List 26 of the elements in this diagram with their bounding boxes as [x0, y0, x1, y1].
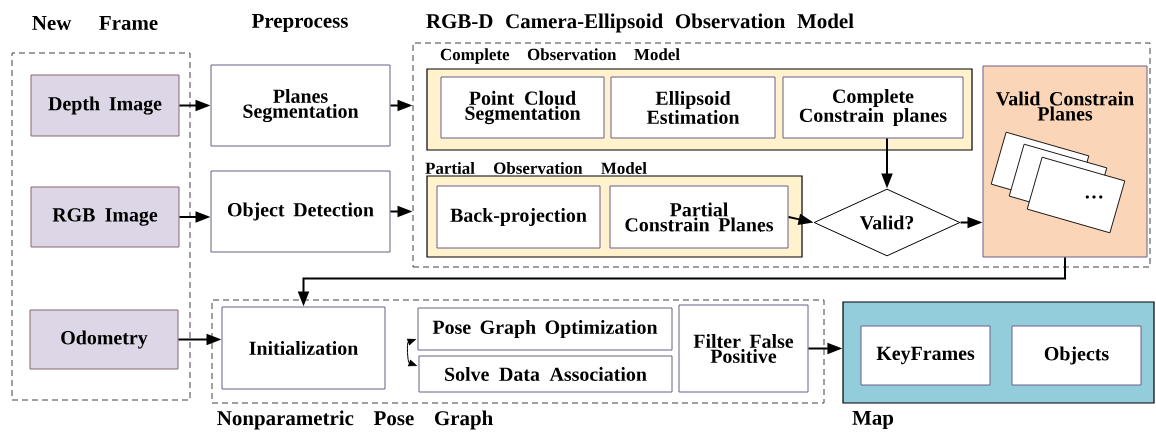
input-box: Depth Image: [30, 74, 180, 137]
process-box: Back-projection: [436, 185, 601, 249]
process-box: Pose Graph Optimization: [417, 307, 673, 351]
process-box: Initialization: [221, 306, 386, 390]
process-box: Filter False Positive: [678, 304, 809, 393]
group-heading: Complete Observation Model: [440, 48, 680, 64]
group-heading: Map: [852, 410, 894, 430]
process-box: Planes Segmentation: [210, 64, 391, 147]
group-heading: New Frame: [32, 16, 158, 30]
column-heading: Preprocess: [251, 13, 348, 33]
process-box: Complete Constrain planes: [782, 76, 964, 139]
group-heading: Partial Observation Model: [425, 162, 647, 174]
input-box: RGB Image: [30, 186, 180, 248]
process-box: Point Cloud Segmentation: [440, 76, 605, 139]
process-box: Partial Constrain Planes: [609, 185, 789, 249]
process-box: KeyFrames: [860, 325, 991, 386]
group-heading: Nonparametric Pose Graph: [217, 410, 493, 430]
process-box: Ellipsoid Estimation: [610, 76, 776, 139]
ellipsis-text: …: [1085, 195, 1103, 199]
group-heading: RGB-D Camera-Ellipsoid Observation Model: [426, 13, 854, 33]
input-box: Odometry: [29, 309, 179, 370]
process-box: Objects: [1011, 325, 1142, 386]
process-box: Solve Data Association: [418, 355, 673, 393]
process-box: Object Detection: [210, 170, 391, 253]
group-heading: Valid Constrain Planes: [995, 91, 1134, 121]
arrow: [406, 338, 417, 367]
